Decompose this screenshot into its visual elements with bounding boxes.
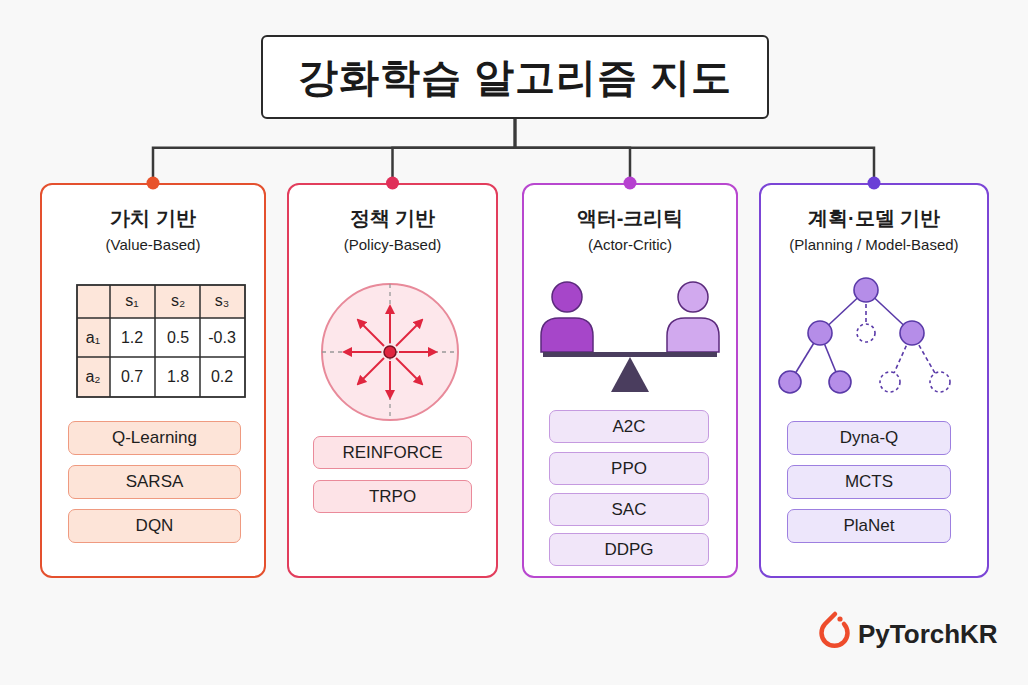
category-subtitle: (Value-Based) — [42, 236, 264, 253]
algorithm-name: REINFORCE — [342, 443, 442, 463]
algorithm-box: SAC — [549, 493, 709, 526]
algorithm-box: SARSA — [68, 465, 241, 499]
algorithm-name: SARSA — [126, 472, 184, 492]
actor-critic-illustration — [541, 282, 719, 392]
title-box: 강화학습 알고리즘 지도 — [261, 35, 769, 119]
category-heading: 가치 기반 — [42, 205, 264, 232]
connector-dot — [147, 177, 160, 190]
algorithm-box: REINFORCE — [313, 436, 472, 469]
table-cell: s₃ — [200, 290, 244, 312]
table-cell: -0.3 — [200, 327, 244, 349]
table-cell: s₂ — [156, 290, 200, 312]
algorithm-box: PlaNet — [787, 509, 951, 543]
algorithm-name: MCTS — [845, 472, 893, 492]
algorithm-name: PPO — [611, 459, 647, 479]
connector — [515, 119, 630, 183]
q-table — [77, 285, 245, 397]
table-cell: a₂ — [71, 366, 115, 388]
algorithm-box: DDPG — [549, 533, 709, 566]
table-cell: 0.7 — [110, 366, 154, 388]
search-tree-illustration — [779, 278, 950, 393]
title-text: 강화학습 알고리즘 지도 — [298, 50, 732, 105]
category-subtitle: (Policy-Based) — [289, 236, 496, 253]
algorithm-name: PlaNet — [843, 516, 894, 536]
algorithm-box: Q-Learning — [68, 421, 241, 455]
watermark-logo: PyTorchKR — [858, 618, 998, 650]
category-heading: 액터-크리틱 — [524, 205, 736, 232]
algorithm-box: DQN — [68, 509, 241, 543]
algorithm-box: PPO — [549, 452, 709, 485]
category-subtitle: (Planning / Model-Based) — [761, 236, 987, 253]
algorithm-box: A2C — [549, 410, 709, 443]
table-cell: a₁ — [71, 327, 115, 349]
logo-flame — [822, 614, 848, 646]
table-cell: 0.5 — [156, 327, 200, 349]
algorithm-box: MCTS — [787, 465, 951, 499]
table-cell: 1.2 — [110, 327, 154, 349]
connector — [153, 119, 515, 183]
category-heading: 계획·모델 기반 — [761, 205, 987, 232]
algorithm-name: DQN — [136, 516, 174, 536]
connector-dot — [868, 177, 881, 190]
algorithm-box: TRPO — [313, 480, 472, 513]
table-cell: 0.2 — [200, 366, 244, 388]
connector-dot — [386, 177, 399, 190]
algorithm-name: Q-Learning — [112, 428, 197, 448]
algorithm-name: Dyna-Q — [840, 428, 899, 448]
algorithm-name: TRPO — [369, 487, 416, 507]
algorithm-name: SAC — [612, 500, 647, 520]
algorithm-name: DDPG — [604, 540, 653, 560]
category-heading: 정책 기반 — [289, 205, 496, 232]
algorithm-name: A2C — [612, 417, 645, 437]
algorithm-box: Dyna-Q — [787, 421, 951, 455]
table-cell: 1.8 — [156, 366, 200, 388]
connector-dot — [624, 177, 637, 190]
category-subtitle: (Actor-Critic) — [524, 236, 736, 253]
table-cell: s₁ — [110, 290, 154, 312]
connector — [515, 119, 874, 183]
connector — [393, 119, 516, 183]
policy-illustration — [322, 284, 458, 420]
